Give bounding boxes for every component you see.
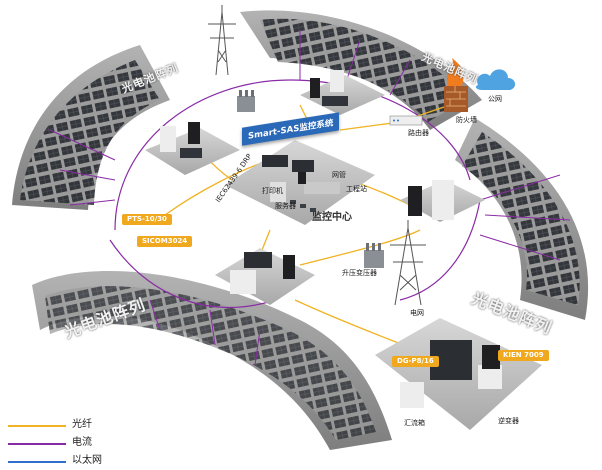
- current-line-ring: [114, 79, 471, 231]
- workstation-label: 工程站: [346, 185, 367, 193]
- platform-top: [300, 70, 385, 115]
- platform-bottom: [215, 248, 315, 305]
- legend-ethernet-label: 以太网: [72, 455, 102, 466]
- legend-fiber: 光纤: [8, 419, 128, 433]
- grid-label: 电网: [410, 309, 424, 317]
- transformer-label: 升压变压器: [342, 269, 377, 277]
- platform-left: [145, 122, 240, 175]
- server-label: 服务器: [275, 202, 296, 210]
- current-line-ring-lower: [109, 239, 276, 309]
- router-label: 路由器: [408, 129, 429, 137]
- inverter-label: 逆变器: [498, 417, 519, 425]
- kien-tag: KIEN 7009: [498, 350, 549, 361]
- legend-fiber-label: 光纤: [72, 419, 92, 430]
- firewall-icon: [444, 58, 468, 112]
- current-line-left-rays: [49, 129, 116, 206]
- control-center-platform: [225, 140, 375, 225]
- sicom-tag: SICOM3024: [137, 236, 193, 247]
- cloud-icon: [475, 69, 516, 90]
- current-line-right: [399, 199, 481, 301]
- internet-label: 公网: [488, 95, 502, 103]
- workstations: [290, 200, 316, 212]
- monitor-center-label: 监控中心: [312, 212, 352, 223]
- current-line-bottom-rays: [149, 299, 261, 366]
- gateway-label: 网管: [332, 171, 346, 179]
- legend-current-label: 电流: [72, 437, 92, 448]
- tower-right-icon: [390, 220, 426, 306]
- inverter-detail-inset: [375, 318, 542, 430]
- firewall-label: 防火墙: [456, 116, 477, 124]
- transformer-top-icon: [237, 90, 255, 112]
- transformer-substation-icon: [364, 243, 384, 268]
- fiber-line-sub-right: [299, 229, 421, 266]
- pts-tag: PTS-10/30: [122, 214, 172, 225]
- pv-array-rings: [12, 10, 589, 450]
- legend-ethernet: 以太网: [8, 455, 128, 469]
- router-icon: [389, 115, 423, 126]
- combiner-label: 汇流箱: [404, 419, 425, 427]
- legend-current: 电流: [8, 437, 128, 451]
- tower-top-icon: [208, 5, 236, 76]
- legend-lines: [8, 425, 66, 463]
- current-line-right-rays: [479, 174, 571, 261]
- dg-tag: DG-P8/16: [392, 356, 439, 367]
- platform-right: [400, 180, 485, 222]
- printer-label: 打印机: [262, 187, 283, 195]
